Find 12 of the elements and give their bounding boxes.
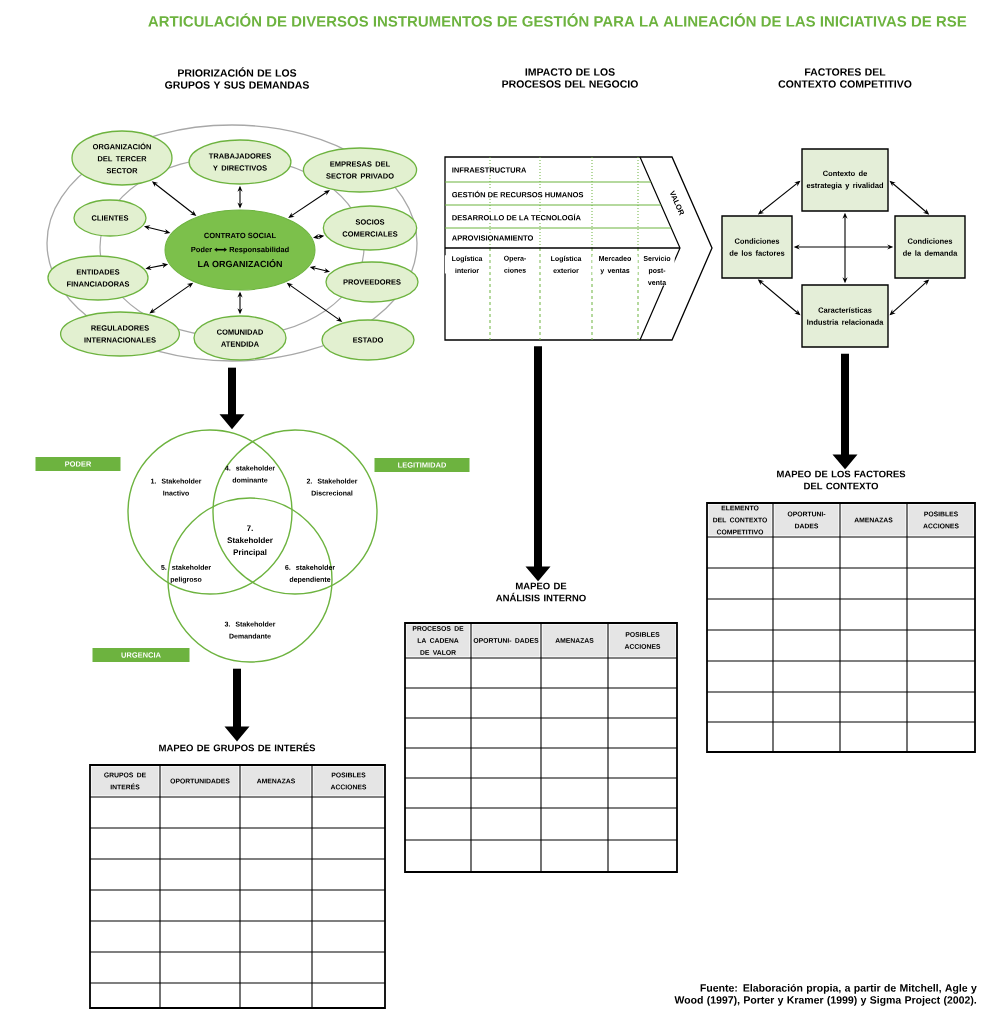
region-label: 7. Stakeholder Principal <box>227 525 273 557</box>
source-note: Fuente: Elaboración propia, a partir de Mitchell, Agle y Wood (1997), Porter y Kramer (1999) y Sigma Project (2002). <box>674 983 977 1006</box>
venn-circle <box>212 429 378 595</box>
venn-circle <box>167 497 333 663</box>
table-heading: MAPEO DE LOS FACTORES DEL CONTEXTO <box>777 470 906 490</box>
double-arrow <box>288 190 330 218</box>
table-heading: MAPEO DE ANÁLISIS INTERNO <box>496 582 586 602</box>
section-heading: IMPACTO DE LOS PROCESOS DEL NEGOCIO <box>502 68 638 88</box>
section-heading: PRIORIZACIÓN DE LOS GRUPOS Y SUS DEMANDAS <box>165 67 309 89</box>
table-heading: MAPEO DE GRUPOS DE INTERÉS <box>159 742 316 752</box>
title: ARTICULACIÓN DE DIVERSOS INSTRUMENTOS DE GESTIÓN PARA LA ALINEACIÓN DE LAS INICIATIVAS DE RSE <box>148 13 967 27</box>
section-heading: FACTORES DEL CONTEXTO COMPETITIVO <box>778 68 912 88</box>
